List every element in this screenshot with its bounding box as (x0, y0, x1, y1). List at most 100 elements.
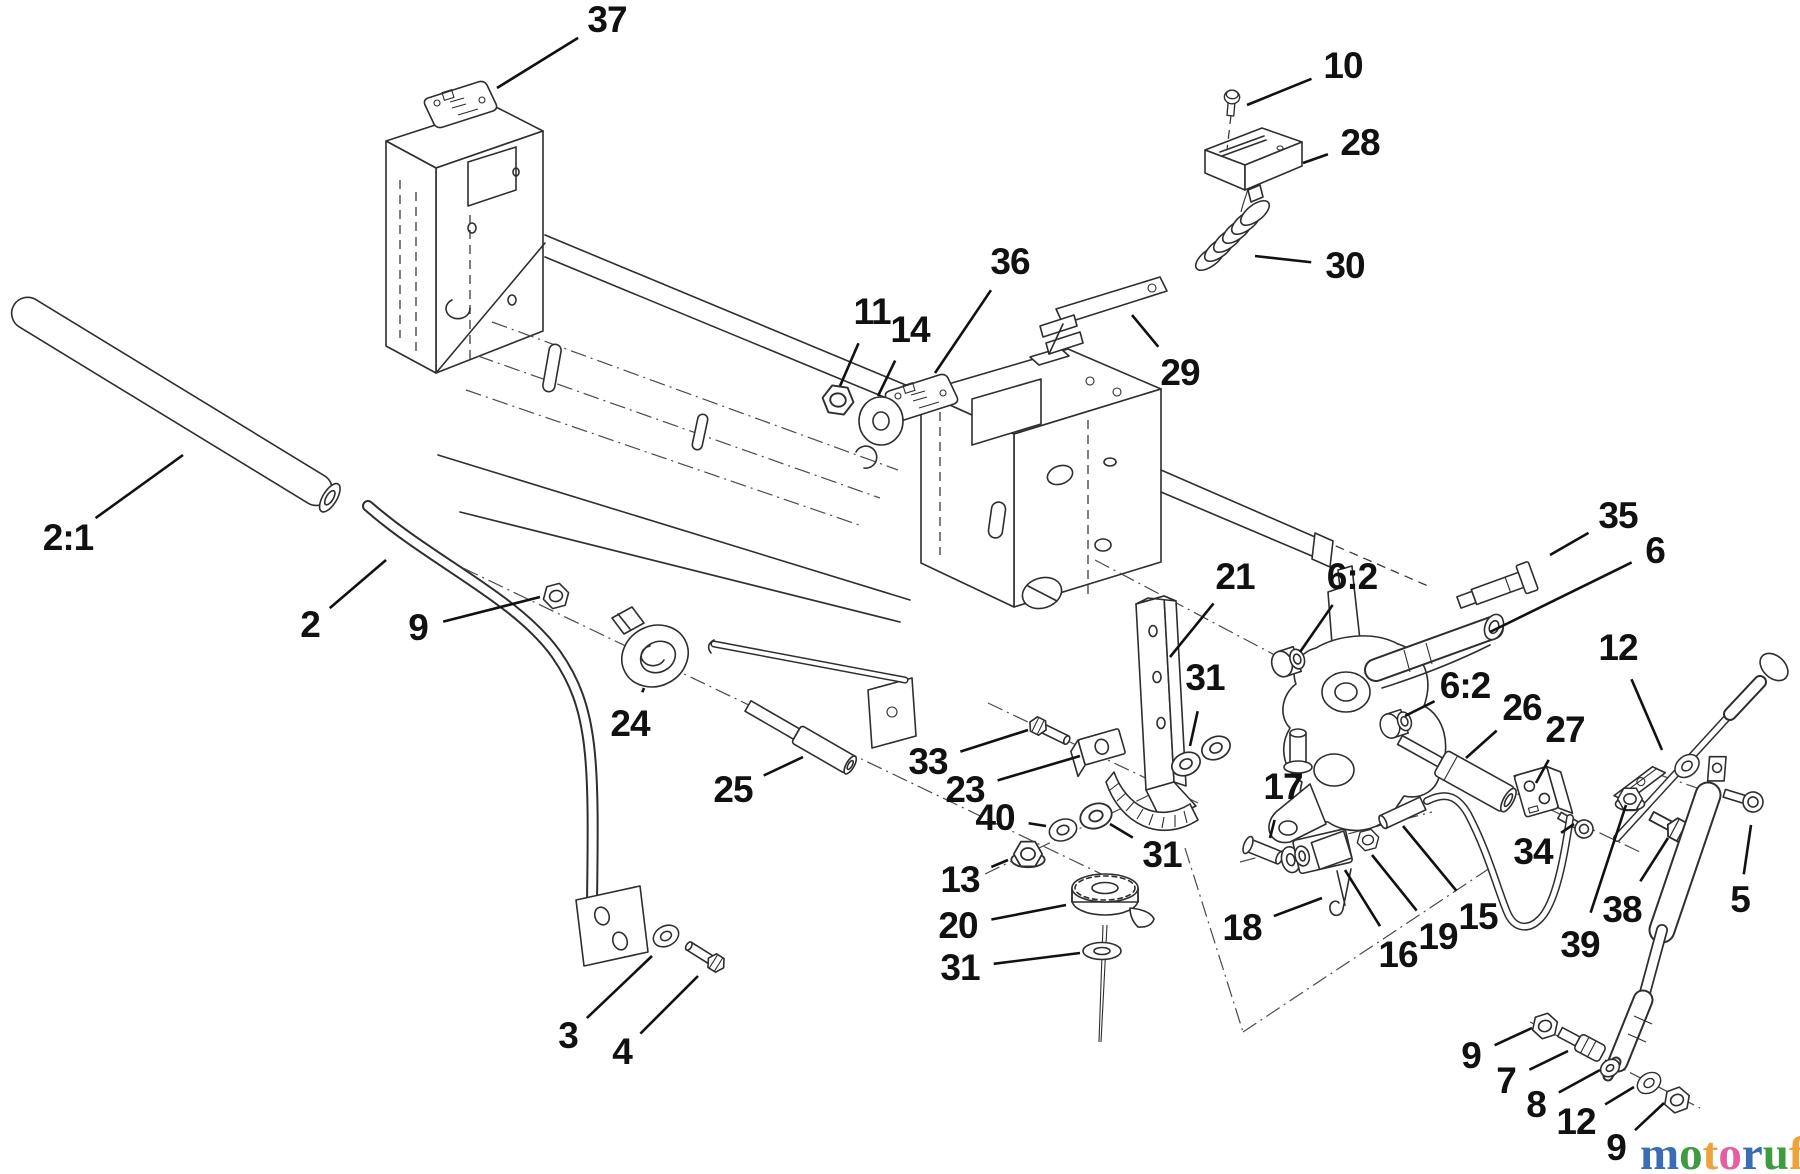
rod-25 (744, 700, 858, 775)
callout-38: 38 (1602, 889, 1642, 930)
motoruf-watermark-logo: motoruf’.de (1640, 1122, 1800, 1174)
leader-line (1549, 531, 1590, 557)
callout-29: 29 (1160, 352, 1200, 393)
bent-rod-15 (1378, 792, 1574, 931)
leader-line (1130, 314, 1160, 348)
callout-2: 2 (300, 604, 321, 645)
callout-10: 10 (1323, 45, 1363, 86)
logo-letter: u (1762, 1128, 1789, 1174)
callout-30: 30 (1325, 245, 1365, 286)
leader-line (1188, 710, 1199, 747)
washer-31-flat (1082, 941, 1122, 961)
leader-line (1604, 1085, 1635, 1106)
callout-24: 24 (610, 703, 650, 744)
callout-12: 12 (1556, 1101, 1596, 1142)
leader-line (997, 754, 1081, 782)
logo-letter: o (1718, 1128, 1742, 1174)
leader-line (1489, 561, 1633, 634)
damper-26 (1396, 734, 1517, 813)
callout-28: 28 (1340, 122, 1380, 163)
leader-line (1109, 822, 1134, 839)
callout-9: 9 (1461, 1035, 1482, 1076)
leader-line (1742, 824, 1753, 875)
leader-line (1298, 604, 1334, 653)
callout-23: 23 (945, 769, 985, 810)
leader-line (1634, 1102, 1665, 1132)
swivel-7 (1556, 1026, 1606, 1062)
callout-8: 8 (1526, 1084, 1547, 1125)
spring-30 (1194, 171, 1271, 272)
callout-34: 34 (1513, 831, 1553, 872)
logo-letter: t (1702, 1128, 1719, 1174)
leader-line (1558, 1068, 1601, 1094)
leader-line (1401, 825, 1458, 892)
leader-line (993, 951, 1081, 966)
leader-line (328, 559, 387, 610)
bolt-5 (1722, 788, 1764, 813)
leader-line (990, 858, 1009, 869)
callout-16: 16 (1378, 934, 1418, 975)
leader-line (1630, 678, 1664, 751)
leader-line (1534, 759, 1550, 784)
callout-40: 40 (975, 797, 1015, 838)
callout-14: 14 (890, 309, 930, 350)
bolt-10 (1223, 89, 1241, 151)
leader-line (1028, 821, 1047, 828)
logo-letter: r (1741, 1128, 1763, 1174)
leader-line (1528, 1049, 1569, 1071)
leader-line (933, 289, 993, 374)
link-29 (1039, 276, 1168, 355)
callout-9: 9 (408, 607, 429, 648)
callout-18: 18 (1222, 907, 1262, 948)
callout-21: 21 (1215, 556, 1255, 597)
callout-35: 35 (1598, 495, 1638, 536)
leader-line (1254, 254, 1312, 264)
leader-line (991, 903, 1067, 921)
leader-line (1168, 602, 1215, 658)
leader-line (1268, 819, 1276, 839)
callout-4: 4 (612, 1031, 633, 1072)
callout-31: 31 (1185, 657, 1225, 698)
callout-20: 20 (938, 905, 978, 946)
leader-line (1273, 896, 1323, 918)
callout-26: 26 (1502, 687, 1542, 728)
callout-37: 37 (587, 0, 627, 40)
cotter-pin-18 (1329, 868, 1352, 917)
leader-line (641, 687, 646, 693)
bracket-28 (1204, 127, 1303, 203)
callout-6: 6 (1645, 530, 1666, 571)
leader-line (959, 728, 1029, 753)
rod-end-8 (1599, 1058, 1621, 1078)
leader-line (94, 453, 184, 520)
leader-line (496, 36, 579, 90)
callout-6-2: 6:2 (1326, 556, 1378, 597)
callout-25: 25 (713, 769, 753, 810)
block-27 (1513, 765, 1574, 818)
callout-9: 9 (1606, 1127, 1627, 1168)
callout-12: 12 (1598, 627, 1638, 668)
leader-line (1639, 837, 1670, 883)
callout-13: 13 (940, 859, 980, 900)
gear-knob-20 (1071, 873, 1155, 1043)
leader-line (1589, 804, 1628, 914)
callout-3: 3 (558, 1015, 579, 1056)
callout-31: 31 (940, 947, 980, 988)
callout-39: 39 (1560, 924, 1600, 965)
shift-bar-21 (1105, 595, 1199, 831)
knob-24 (611, 606, 689, 688)
logo-letter: o (1679, 1128, 1703, 1174)
leader-line (1404, 700, 1436, 718)
callout-33: 33 (908, 741, 948, 782)
leader-line (1494, 1026, 1533, 1047)
leader-line (876, 360, 897, 397)
callout-5: 5 (1730, 879, 1751, 920)
leader-line (763, 755, 804, 777)
leader-line (1343, 869, 1382, 927)
callout-36: 36 (990, 241, 1030, 282)
control-lever (362, 500, 649, 967)
leader-line (1302, 153, 1329, 165)
callout-17: 17 (1263, 766, 1303, 807)
callout-2-1: 2:1 (42, 517, 94, 558)
